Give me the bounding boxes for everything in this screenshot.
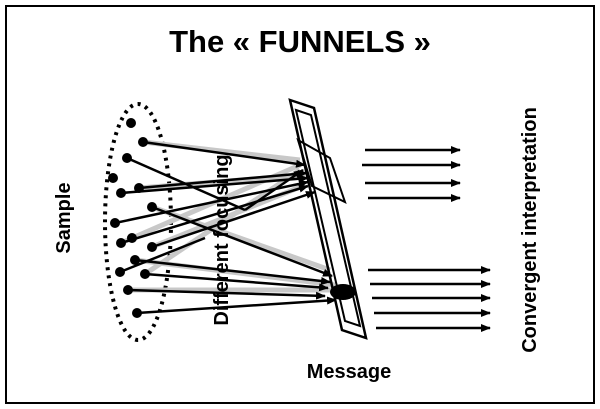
- sample-dot: [115, 267, 125, 277]
- focusing-ray: [120, 184, 309, 245]
- sample-dot: [116, 238, 126, 248]
- sample-dot: [130, 255, 140, 265]
- focusing-ray: [120, 174, 309, 195]
- focusing-ray: [127, 288, 326, 300]
- focusing-ray: [134, 258, 331, 285]
- sample-dot: [116, 188, 126, 198]
- focusing-ray: [119, 236, 206, 274]
- sample-dot: [138, 137, 148, 147]
- sample-dot: [122, 153, 132, 163]
- focusing-rays: [114, 140, 337, 315]
- focusing-ray: [136, 296, 337, 315]
- diagram-title: The « FUNNELS »: [169, 24, 431, 59]
- message-label: Message: [307, 361, 392, 383]
- focusing-ray: [142, 140, 306, 168]
- interpretation-arrows: [362, 146, 491, 332]
- faint-ray: [120, 162, 301, 246]
- sample-dot: [147, 242, 157, 252]
- focusing-ray: [138, 169, 308, 190]
- sample-dot: [123, 285, 133, 295]
- message-panel-inner: [294, 108, 362, 328]
- message-panel-outer: [288, 98, 368, 340]
- sample-dot: [126, 118, 136, 128]
- outer-frame: [5, 5, 595, 404]
- sample-dot: [140, 269, 150, 279]
- message-spot: [330, 284, 356, 300]
- focusing-ray: [244, 168, 304, 212]
- sample-label: Sample: [53, 182, 75, 253]
- sample-dots: [108, 118, 157, 318]
- focusing-ray: [144, 272, 329, 292]
- sample-dot: [110, 218, 120, 228]
- sample-dot: [108, 173, 118, 183]
- focusing-ray: [151, 205, 333, 278]
- interpretation-label: Convergent interpretation: [519, 107, 541, 353]
- focusing-ray: [151, 190, 316, 249]
- sample-dot: [132, 308, 142, 318]
- sample-dot: [134, 183, 144, 193]
- sample-dot: [127, 233, 137, 243]
- sample-dot: [147, 202, 157, 212]
